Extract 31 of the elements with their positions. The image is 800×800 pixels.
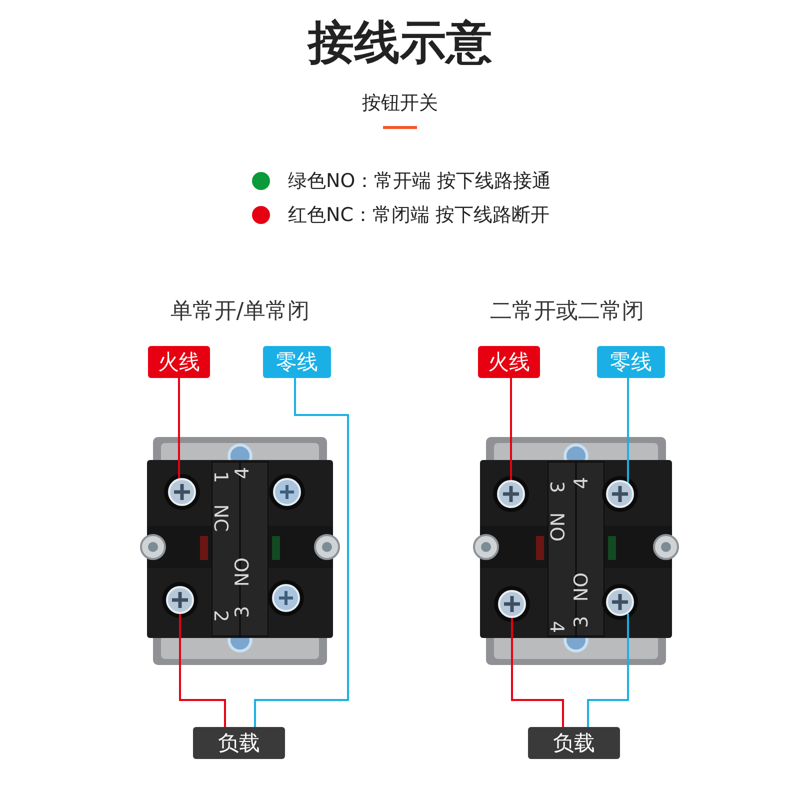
neutral-wire-tag: 零线 (597, 346, 665, 378)
wire (511, 618, 564, 727)
terminal-label: 1 (210, 470, 230, 484)
wire (510, 378, 512, 480)
load-box: 负载 (193, 727, 285, 759)
terminal-label: 3 (234, 606, 252, 618)
wire (254, 378, 349, 727)
section-heading: 二常开或二常闭 (489, 298, 645, 326)
terminal-label: NO (234, 557, 252, 587)
subtitle: 按钮开关 (361, 91, 439, 116)
wire (587, 614, 629, 727)
live-wire-tag: 火线 (478, 346, 540, 378)
wire (627, 378, 629, 482)
live-wire-tag: 火线 (148, 346, 210, 378)
neutral-wire-tag: 零线 (263, 346, 331, 378)
section-heading: 单常开/单常闭 (169, 298, 311, 326)
load-box: 负载 (528, 727, 620, 759)
terminal-label: 3 (546, 480, 566, 494)
wire (179, 614, 226, 727)
terminal-label: 4 (572, 476, 592, 490)
terminal-label: NO (546, 512, 566, 542)
terminal-label: 2 (210, 610, 230, 622)
title: 接线示意 (306, 14, 493, 71)
legend-text: 红色NC：常闭端 按下线路断开 (288, 203, 550, 228)
terminal-label: 3 (572, 616, 592, 628)
wire (178, 378, 180, 478)
terminal-label: 4 (546, 620, 566, 634)
terminal-label: NC (210, 504, 230, 532)
terminal-label: 4 (234, 466, 252, 480)
legend-text: 绿色NO：常开端 按下线路接通 (288, 169, 552, 194)
terminal-label: NO (572, 572, 592, 602)
